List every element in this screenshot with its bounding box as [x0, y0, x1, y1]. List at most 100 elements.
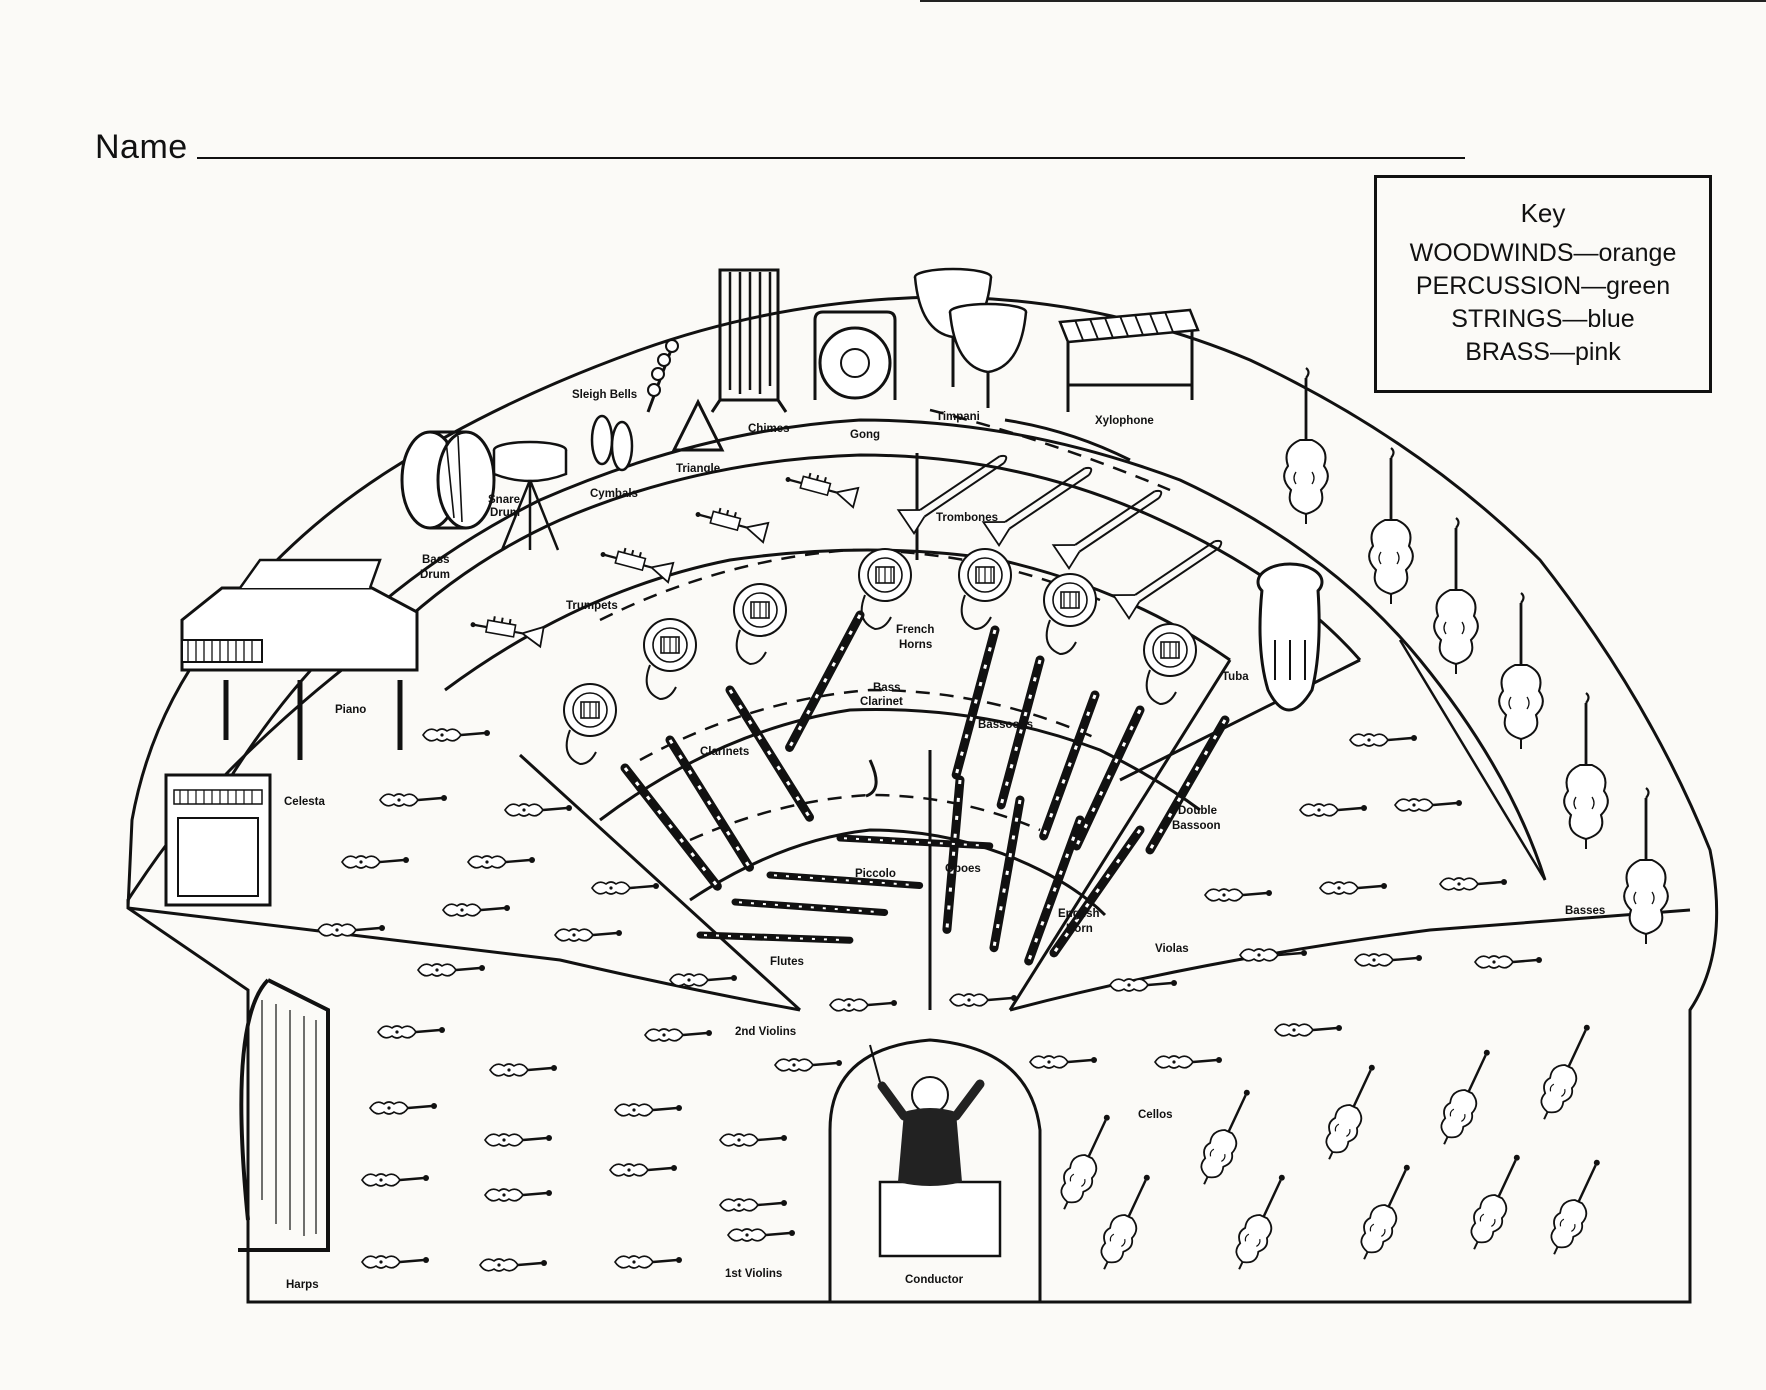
label-french-horns-2: Horns [899, 639, 932, 651]
label-snare-drum-2: Drum [490, 507, 520, 519]
violin-icon [376, 1024, 447, 1040]
cello-icon [1189, 1082, 1263, 1192]
label-piano: Piano [335, 704, 366, 716]
viola-icon [1393, 797, 1464, 813]
trumpet-icon [691, 501, 770, 544]
violin-icon [553, 927, 624, 943]
label-trombones: Trombones [936, 512, 998, 524]
podium-box [878, 1180, 1002, 1258]
percussion-instruments [400, 267, 1200, 551]
cello-icon [1224, 1167, 1298, 1277]
violin-icon [726, 1227, 797, 1243]
violin-icon [643, 1027, 714, 1043]
cello-icon [1459, 1147, 1533, 1257]
label-basses: Basses [1565, 905, 1605, 917]
harp-icon [238, 978, 330, 1252]
viola-icon [1153, 1054, 1224, 1070]
celesta-icon [164, 773, 272, 907]
label-bass-drum-2: Drum [420, 569, 450, 581]
violin-icon [416, 962, 487, 978]
label-clarinets: Clarinets [700, 746, 749, 758]
label-bass-drum: Bass [422, 554, 450, 566]
trumpet-icon [781, 466, 860, 509]
label-celesta: Celesta [284, 796, 326, 808]
cello-icon [1539, 1152, 1613, 1262]
trombone-icon [1112, 527, 1229, 620]
bassoon-icon [1001, 660, 1040, 805]
oboe-icon [994, 800, 1020, 948]
label-piccolo: Piccolo [855, 868, 896, 880]
french-horn-icon [1043, 573, 1097, 655]
violin-icon [948, 992, 1019, 1008]
key-row-woodwinds: WOODWINDS—orange [1409, 239, 1677, 267]
violin-icon [488, 1062, 559, 1078]
label-cellos: Cellos [1138, 1109, 1173, 1121]
violin-icon [316, 922, 387, 938]
color-key-box: Key WOODWINDS—orange PERCUSSION—green ST… [1374, 175, 1712, 393]
key-row-brass: BRASS—pink [1465, 338, 1621, 366]
label-conductor: Conductor [905, 1274, 964, 1286]
french-horn-icon [733, 583, 787, 665]
key-title: Key [1520, 198, 1566, 228]
french-horns-group [563, 548, 1197, 765]
violin-icon [718, 1197, 789, 1213]
violin-icon [613, 1254, 684, 1270]
label-english-horn-2: Horn [1066, 923, 1093, 935]
first-violins-group [360, 1024, 797, 1273]
label-double-bassoon: Double [1178, 805, 1217, 817]
violin-icon [466, 854, 537, 870]
violin-icon [441, 902, 512, 918]
viola-icon [1273, 1022, 1344, 1038]
viola-icon [1353, 952, 1424, 968]
label-flutes: Flutes [770, 956, 804, 968]
label-gong: Gong [850, 429, 880, 441]
chimes-icon [710, 268, 788, 413]
violin-icon [483, 1187, 554, 1203]
label-1st-violins: 1st Violins [725, 1268, 782, 1280]
key-row-percussion: PERCUSSION—green [1415, 272, 1671, 300]
dashed-row-lines [599, 408, 1171, 842]
violin-icon [478, 1257, 549, 1273]
french-horn-icon [643, 618, 697, 700]
viola-icon [1298, 802, 1369, 818]
section-labels: Sleigh Bells Chimes Gong Timpani Xylopho… [284, 389, 1605, 1291]
viola-icon [1348, 732, 1419, 748]
viola-icon [1203, 887, 1274, 903]
cymbals-icon [590, 414, 634, 472]
label-bass-clarinet: Bass [873, 682, 901, 694]
name-field-line[interactable] [197, 157, 1465, 159]
violin-icon [378, 792, 449, 808]
label-snare-drum: Snare [488, 494, 520, 506]
label-violas: Violas [1155, 943, 1189, 955]
triangle-icon [671, 398, 725, 452]
trumpet-icon [596, 541, 675, 584]
violin-icon [773, 1057, 844, 1073]
violin-icon [340, 854, 411, 870]
cello-icon [1049, 1107, 1123, 1217]
violin-icon [718, 1132, 789, 1148]
label-tuba: Tuba [1222, 671, 1249, 683]
double-bass-icon [1432, 516, 1480, 676]
label-english-horn: English [1058, 908, 1100, 920]
violin-icon [613, 1102, 684, 1118]
piccolo-icon [840, 838, 990, 846]
french-horn-icon [1143, 623, 1197, 705]
label-bass-clarinet-2: Clarinet [860, 696, 903, 708]
french-horn-icon [563, 683, 617, 765]
flute-icon [770, 875, 920, 885]
label-harps: Harps [286, 1279, 319, 1291]
flute-icon [735, 902, 885, 912]
conductor-figure [869, 1044, 985, 1186]
sleigh-bells-icon [646, 339, 679, 413]
double-bass-icon [1282, 366, 1330, 526]
label-french-horns: French [896, 624, 934, 636]
cellos-group [1049, 1017, 1613, 1277]
woodwinds-group [625, 615, 1225, 961]
viola-icon [1108, 977, 1179, 993]
violin-icon [590, 880, 661, 896]
cello-icon [1349, 1157, 1423, 1267]
viola-icon [1318, 880, 1389, 896]
double-bass-icon [1367, 446, 1415, 606]
